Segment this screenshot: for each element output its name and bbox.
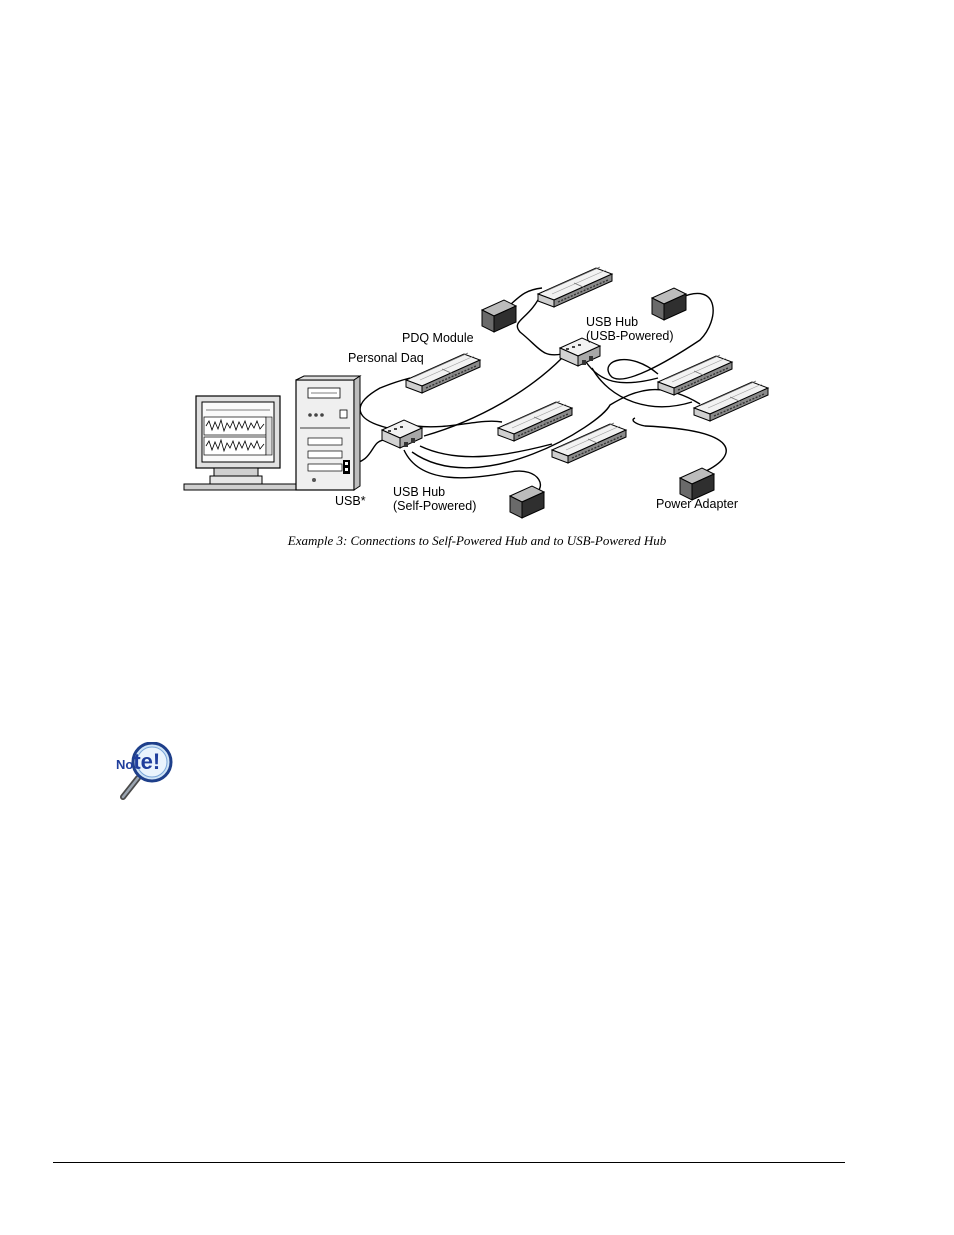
power-adapter xyxy=(679,467,715,501)
module-mid xyxy=(497,400,573,442)
label-usb-port: USB* xyxy=(335,494,366,508)
adapter-bottom xyxy=(509,485,545,519)
cable-hub-to-module-mid xyxy=(415,420,503,428)
cable-hub-to-module-lower xyxy=(419,443,553,458)
usb-hub-self-powered xyxy=(381,419,423,449)
label-usb-hub-top: USB Hub xyxy=(586,315,639,329)
module-lower xyxy=(551,422,627,464)
label-personal-daq: Personal Daq xyxy=(348,351,424,365)
cable-power-adapter xyxy=(632,417,727,473)
computer-tower xyxy=(295,375,362,491)
label-pdq-module: PDQ Module xyxy=(402,331,474,345)
computer-monitor xyxy=(183,395,297,491)
note-magnifier-icon: Note! xyxy=(116,742,173,800)
module-right-2 xyxy=(693,380,769,422)
cable-top-hub-to-right-module2 xyxy=(591,367,693,408)
module-right-1 xyxy=(657,354,733,396)
cable-hub-to-personal-daq xyxy=(359,377,411,429)
label-usb-hub-top-sub: (USB-Powered) xyxy=(586,329,674,343)
cable-top-module-to-top-hub xyxy=(516,291,563,356)
figure-caption: Example 3: Connections to Self-Powered H… xyxy=(287,533,667,548)
label-usb-hub-bottom-sub: (Self-Powered) xyxy=(393,499,477,513)
cable-hub-to-top-hub xyxy=(423,357,563,437)
label-power-adapter: Power Adapter xyxy=(656,497,738,511)
cable-adapter-top-right xyxy=(607,292,714,380)
adapter-top-right xyxy=(651,287,687,321)
footer-rule xyxy=(53,1162,845,1163)
module-top xyxy=(537,266,613,308)
label-usb-hub-bottom: USB Hub xyxy=(393,485,446,499)
cable-top-hub-to-right-module1 xyxy=(585,361,659,384)
note-text: Note! xyxy=(116,749,160,774)
cables xyxy=(349,287,727,497)
cable-adapter-to-top-module xyxy=(509,287,543,306)
connection-diagram xyxy=(183,266,769,519)
cable-hub-to-adapter-bottom xyxy=(403,449,542,497)
adapter-top-left xyxy=(481,299,517,333)
